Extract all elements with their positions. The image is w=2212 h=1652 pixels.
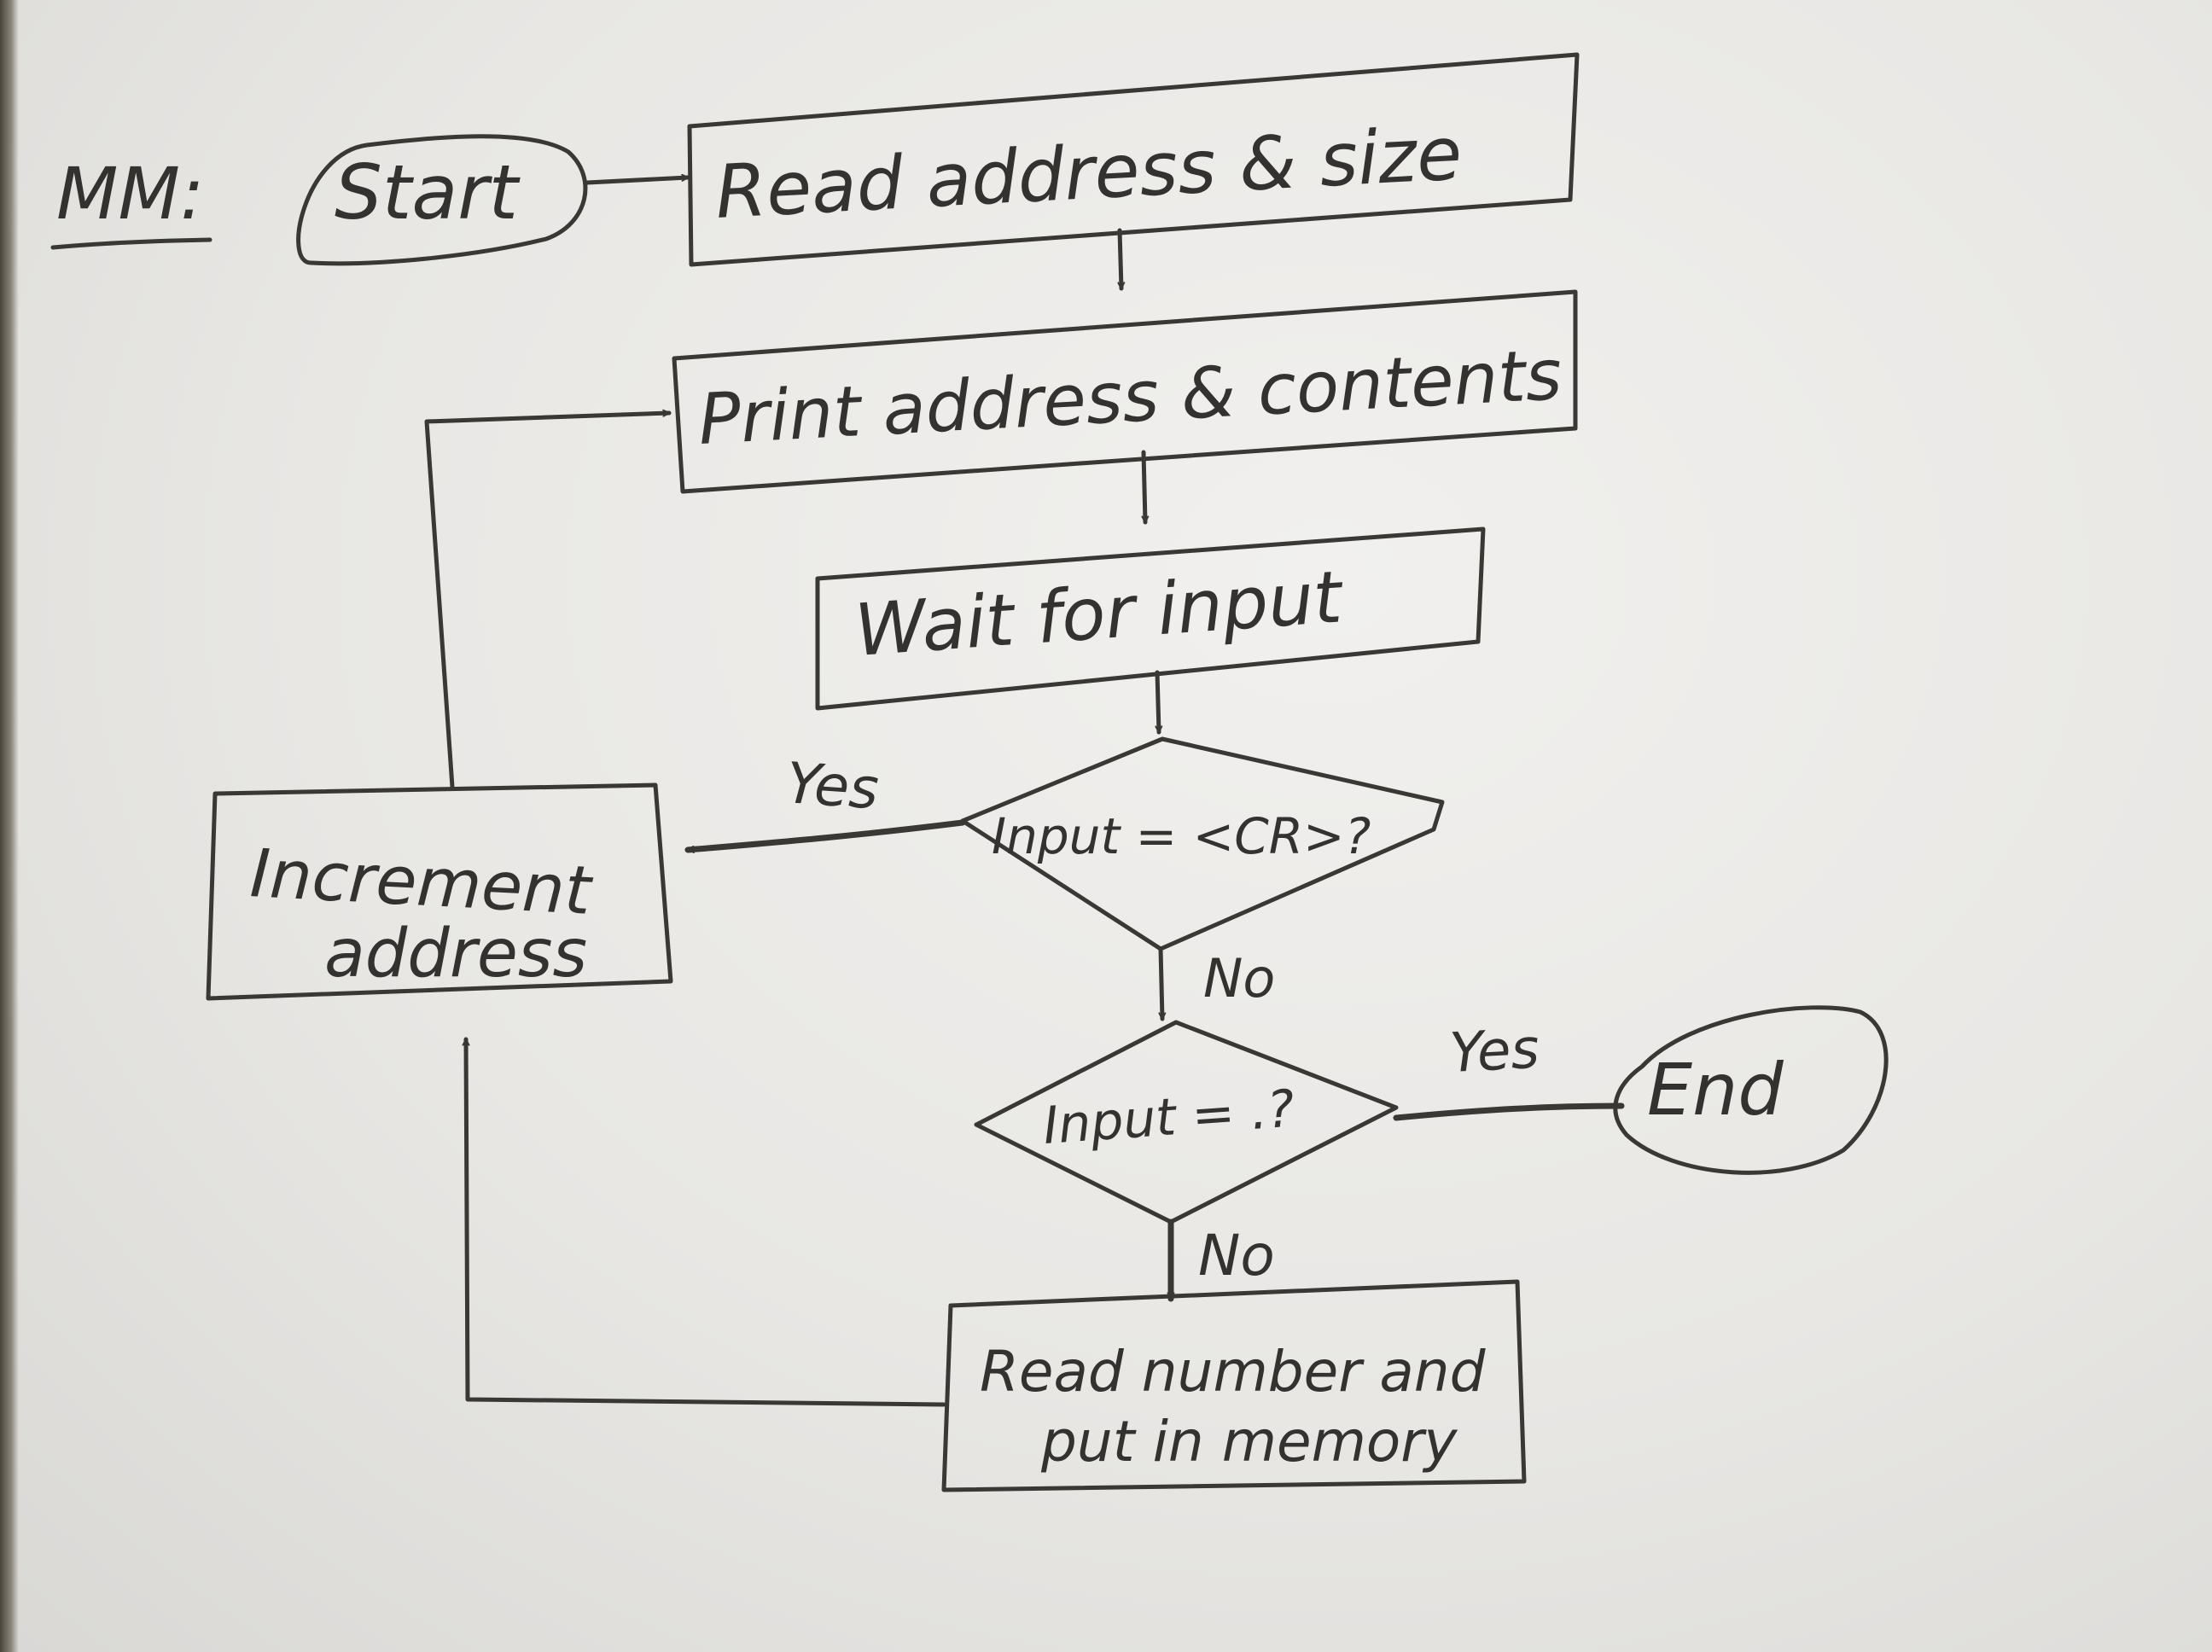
edge-label-dot-yes: Yes xyxy=(1448,1018,1541,1085)
decision-cr-label: Input = <CR>? xyxy=(992,807,1371,865)
decision-cr-node: Input = <CR>? xyxy=(960,736,1445,951)
start-node: Start xyxy=(296,134,588,266)
increment-label-line1: Increment xyxy=(248,835,595,930)
edge-label-cr-no: No xyxy=(1203,947,1275,1009)
heading-text: MM: xyxy=(56,152,204,236)
end-ellipse xyxy=(1613,1005,1889,1175)
read-number-node: Read number and put in memory xyxy=(941,1279,1527,1492)
read-number-label-line2: put in memory xyxy=(1040,1409,1458,1475)
heading-underline xyxy=(50,237,212,250)
print-address-label: Print address & contents xyxy=(696,334,1563,461)
print-address-box xyxy=(672,289,1578,494)
wait-input-node: Wait for input xyxy=(815,526,1486,711)
arrow-start-to-read xyxy=(585,173,690,185)
read-number-box xyxy=(941,1279,1527,1492)
arrow-cr-no-to-dot xyxy=(1158,946,1167,1021)
arrow-read-to-print xyxy=(1117,228,1126,291)
decision-dot-node: Input = .? xyxy=(974,1020,1399,1224)
read-address-node: Read address & size xyxy=(687,52,1580,267)
arrow-wait-to-cr xyxy=(1155,670,1163,735)
start-label: Start xyxy=(335,148,521,236)
decision-dot-label: Input = .? xyxy=(1041,1079,1296,1156)
read-address-box xyxy=(687,52,1580,267)
increment-node: Increment address xyxy=(206,782,673,1001)
arrow-dot-yes-to-end xyxy=(1393,1102,1625,1121)
arrow-print-to-wait xyxy=(1141,450,1150,525)
start-ellipse xyxy=(296,134,588,266)
arrow-read-number-to-increment xyxy=(462,1037,946,1407)
paper-shadow-edge xyxy=(0,0,19,1652)
arrow-increment-to-print xyxy=(424,409,672,789)
end-label: End xyxy=(1647,1048,1784,1131)
wait-input-box xyxy=(815,526,1486,711)
increment-box xyxy=(206,782,673,1001)
heading: MM: xyxy=(50,152,212,250)
edge-label-dot-no: No xyxy=(1198,1223,1275,1288)
decision-cr-diamond xyxy=(960,736,1445,951)
edge-label-cr-yes: Yes xyxy=(784,750,881,822)
arrow-cr-yes-to-increment xyxy=(684,819,966,853)
increment-label-line2: address xyxy=(324,916,587,992)
print-address-node: Print address & contents xyxy=(672,289,1578,494)
read-number-label-line1: Read number and xyxy=(980,1339,1487,1405)
end-node: End xyxy=(1613,1005,1889,1175)
